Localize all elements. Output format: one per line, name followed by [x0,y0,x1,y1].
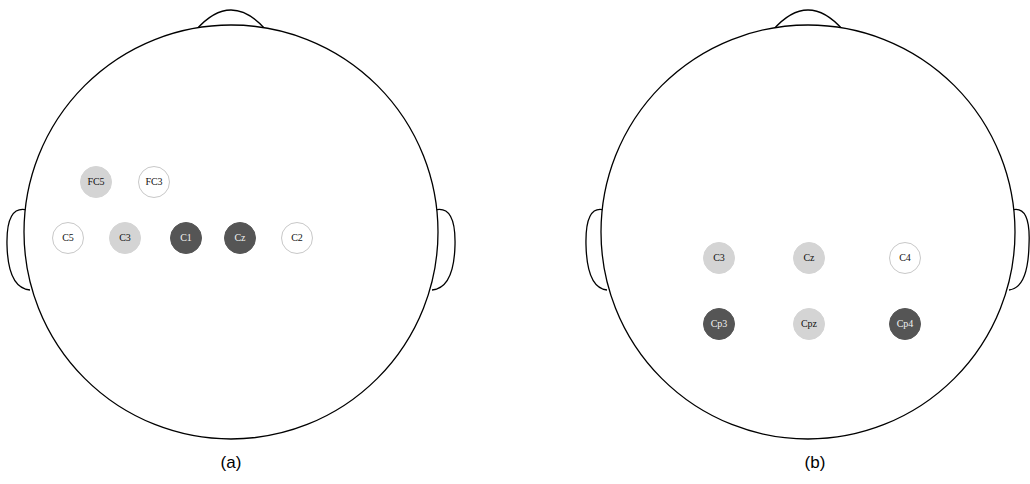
electrode-label: FC5 [87,177,104,187]
electrode-label: Cz [234,233,245,243]
electrode-label: C1 [180,233,192,243]
electrode-label: Cp4 [897,319,914,329]
electrode-circle: C2 [281,222,313,254]
electrode-circle: Cpz [793,308,825,340]
electrode-label: Cp3 [711,319,728,329]
head [24,25,438,439]
electrode-circle: Cz [224,222,256,254]
electrode-circle: C5 [52,222,84,254]
electrode-circle: C3 [703,242,735,274]
electrode-circle: Cp3 [703,308,735,340]
electrode-circle: C3 [109,222,141,254]
electrode-label: C3 [713,253,725,263]
electrode-circle: Cz [793,242,825,274]
panel-label: (a) [221,453,242,473]
electrode-circle: Cp4 [889,308,921,340]
electrode-label: C2 [291,233,303,243]
electrode-label: FC3 [145,177,162,187]
electrode-label: Cz [803,253,814,263]
electrode-circle: FC5 [80,166,112,198]
electrode-circle: C4 [889,242,921,274]
head [601,25,1015,439]
electrode-label: Cpz [801,319,817,329]
panel-label: (b) [805,453,826,473]
electrode-circle: FC3 [138,166,170,198]
electrode-circle: C1 [170,222,202,254]
electrode-label: C4 [899,253,911,263]
electrode-label: C5 [62,233,74,243]
electrode-label: C3 [119,233,131,243]
